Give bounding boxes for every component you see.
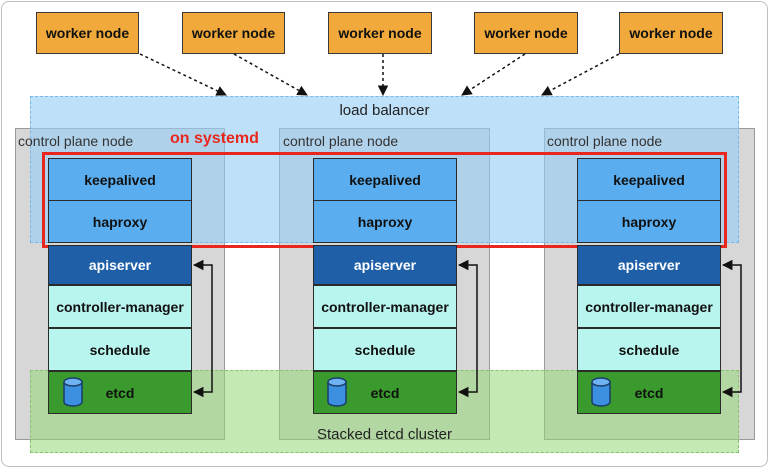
apiserver-box: apiserver: [577, 245, 721, 285]
haproxy-box: haproxy: [48, 200, 192, 243]
apiserver-etcd-arrow-icon: [192, 259, 213, 398]
etcd-label: etcd: [105, 384, 135, 401]
controller-manager-box: controller-manager: [577, 285, 721, 328]
worker-node-label: worker node: [484, 25, 568, 41]
database-icon: [591, 377, 611, 407]
controller-manager-box: controller-manager: [48, 285, 192, 328]
worker-node-label: worker node: [45, 25, 130, 41]
schedule-box: schedule: [313, 328, 457, 371]
systemd-label: on systemd: [170, 130, 259, 147]
schedule-box: schedule: [48, 328, 192, 371]
worker-4-arrow-icon: [461, 53, 526, 96]
haproxy-label: haproxy: [92, 213, 148, 230]
apiserver-box: apiserver: [48, 245, 192, 285]
control-plane-label: control plane node: [547, 133, 663, 149]
keepalived-box: keepalived: [577, 158, 721, 201]
control-plane-label: control plane node: [283, 133, 399, 149]
schedule-label: schedule: [354, 341, 416, 358]
controller-manager-label: controller-manager: [321, 298, 449, 315]
worker-node-label: worker node: [629, 25, 713, 41]
haproxy-label: haproxy: [357, 213, 413, 230]
worker-1-arrow-icon: [139, 53, 227, 96]
keepalived-label: keepalived: [613, 171, 685, 188]
apiserver-label: apiserver: [617, 257, 681, 273]
worker-5-arrow-icon: [541, 53, 620, 96]
apiserver-label: apiserver: [88, 257, 152, 273]
worker-node-5: worker node: [619, 12, 723, 54]
haproxy-label: haproxy: [621, 213, 677, 230]
schedule-box: schedule: [577, 328, 721, 371]
worker-node-2: worker node: [182, 12, 285, 54]
load-balancer-label: load balancer: [339, 102, 430, 119]
database-icon: [327, 377, 347, 407]
worker-node-4: worker node: [474, 12, 578, 54]
worker-2-arrow-icon: [233, 53, 308, 96]
worker-node-3: worker node: [328, 12, 432, 54]
apiserver-box: apiserver: [313, 245, 457, 285]
database-icon: [63, 377, 83, 407]
haproxy-box: haproxy: [313, 200, 457, 243]
worker-node-label: worker node: [338, 25, 422, 41]
etcd-cluster-label: Stacked etcd cluster: [316, 426, 453, 443]
controller-manager-box: controller-manager: [313, 285, 457, 328]
etcd-label: etcd: [634, 384, 664, 401]
control-plane-label: control plane node: [18, 133, 134, 149]
schedule-label: schedule: [618, 341, 680, 358]
apiserver-label: apiserver: [353, 257, 417, 273]
controller-manager-label: controller-manager: [56, 298, 184, 315]
etcd-label: etcd: [370, 384, 400, 401]
worker-node-label: worker node: [191, 25, 276, 41]
haproxy-box: haproxy: [577, 200, 721, 243]
schedule-label: schedule: [89, 341, 151, 358]
apiserver-etcd-arrow-icon: [457, 259, 478, 398]
worker-node-1: worker node: [36, 12, 139, 54]
controller-manager-label: controller-manager: [585, 298, 713, 315]
keepalived-label: keepalived: [349, 171, 421, 188]
apiserver-etcd-arrow-icon: [721, 259, 742, 398]
keepalived-label: keepalived: [84, 171, 156, 188]
